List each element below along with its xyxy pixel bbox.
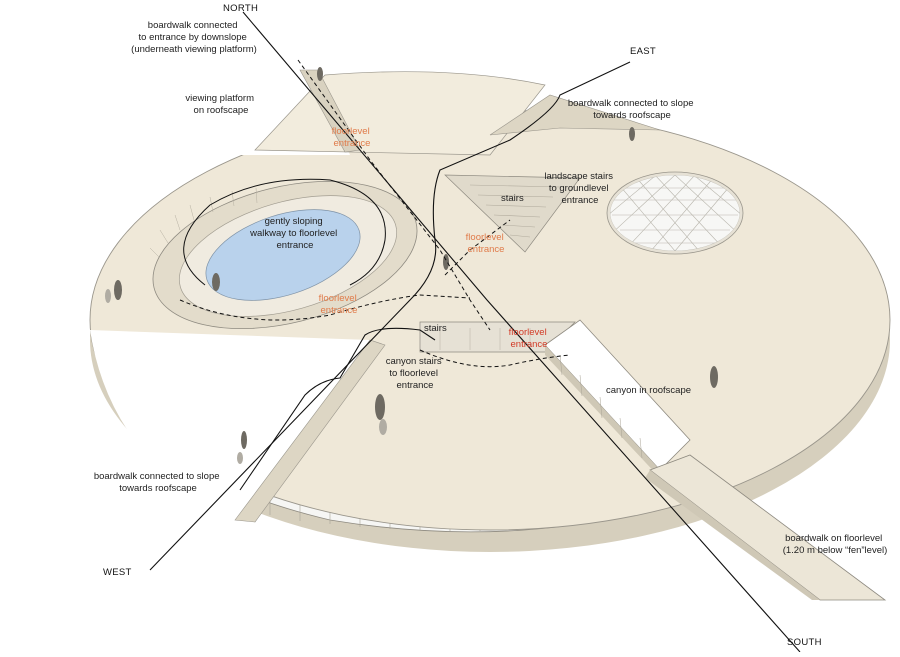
south-label: SOUTH	[787, 637, 822, 648]
geodesic-dome	[610, 175, 740, 251]
boardwalk-west-label: boardwalk connected to slope towards roo…	[94, 471, 222, 494]
floorlevel-entrance-red-label: floorlevel entrance	[509, 327, 550, 350]
route-sloping-walkway	[183, 178, 386, 286]
floorlevel-entrance-center-label: floorlevel entrance	[466, 232, 507, 255]
canyon-mullions	[559, 354, 643, 459]
axis-west-east	[149, 61, 631, 571]
axis-north-south	[242, 11, 801, 653]
boardwalk-south-label: boardwalk on floorlevel (1.20 m below “f…	[783, 533, 888, 556]
stairs-east-label: stairs	[501, 193, 524, 204]
canyon-wall	[545, 345, 660, 478]
people-silhouettes	[105, 67, 718, 464]
route-west-boardwalk	[239, 327, 436, 491]
boardwalk-north-label: boardwalk connected to entrance by downs…	[131, 20, 257, 55]
canyon-stairs-ramp	[234, 339, 386, 523]
central-glass	[439, 328, 531, 350]
east-slope	[489, 94, 661, 136]
pool-water	[205, 209, 361, 301]
walkway-railing	[149, 187, 258, 259]
canyon-void	[544, 319, 691, 471]
south-boardwalk-edge	[645, 470, 820, 600]
viewing-platform-label: viewing platform on roofscape	[185, 93, 256, 116]
west-wedge-cut	[90, 330, 370, 520]
gently-sloping-label: gently sloping walkway to floorlevel ent…	[249, 216, 340, 251]
landscape-stairs-void	[444, 174, 581, 253]
dashed-routes	[179, 59, 571, 368]
east-label: EAST	[630, 46, 656, 57]
landscape-steps	[469, 184, 561, 238]
north-label: NORTH	[223, 3, 258, 14]
stairs-center-label: stairs	[424, 323, 447, 334]
canyon-stairs-label: canyon stairs to floorlevel entrance	[386, 356, 445, 391]
floorlevel-entrance-west-label: floorlevel entrance	[319, 293, 360, 316]
west-label: WEST	[103, 567, 132, 578]
floorlevel-entrance-nw-label: floorlevel entrance	[332, 126, 373, 149]
boardwalk-east-label: boardwalk connected to slope towards roo…	[568, 98, 696, 121]
landscape-stairs-label: landscape stairs to groundlevel entrance	[544, 171, 615, 206]
canyon-roofscape-label: canyon in roofscape	[606, 385, 691, 396]
